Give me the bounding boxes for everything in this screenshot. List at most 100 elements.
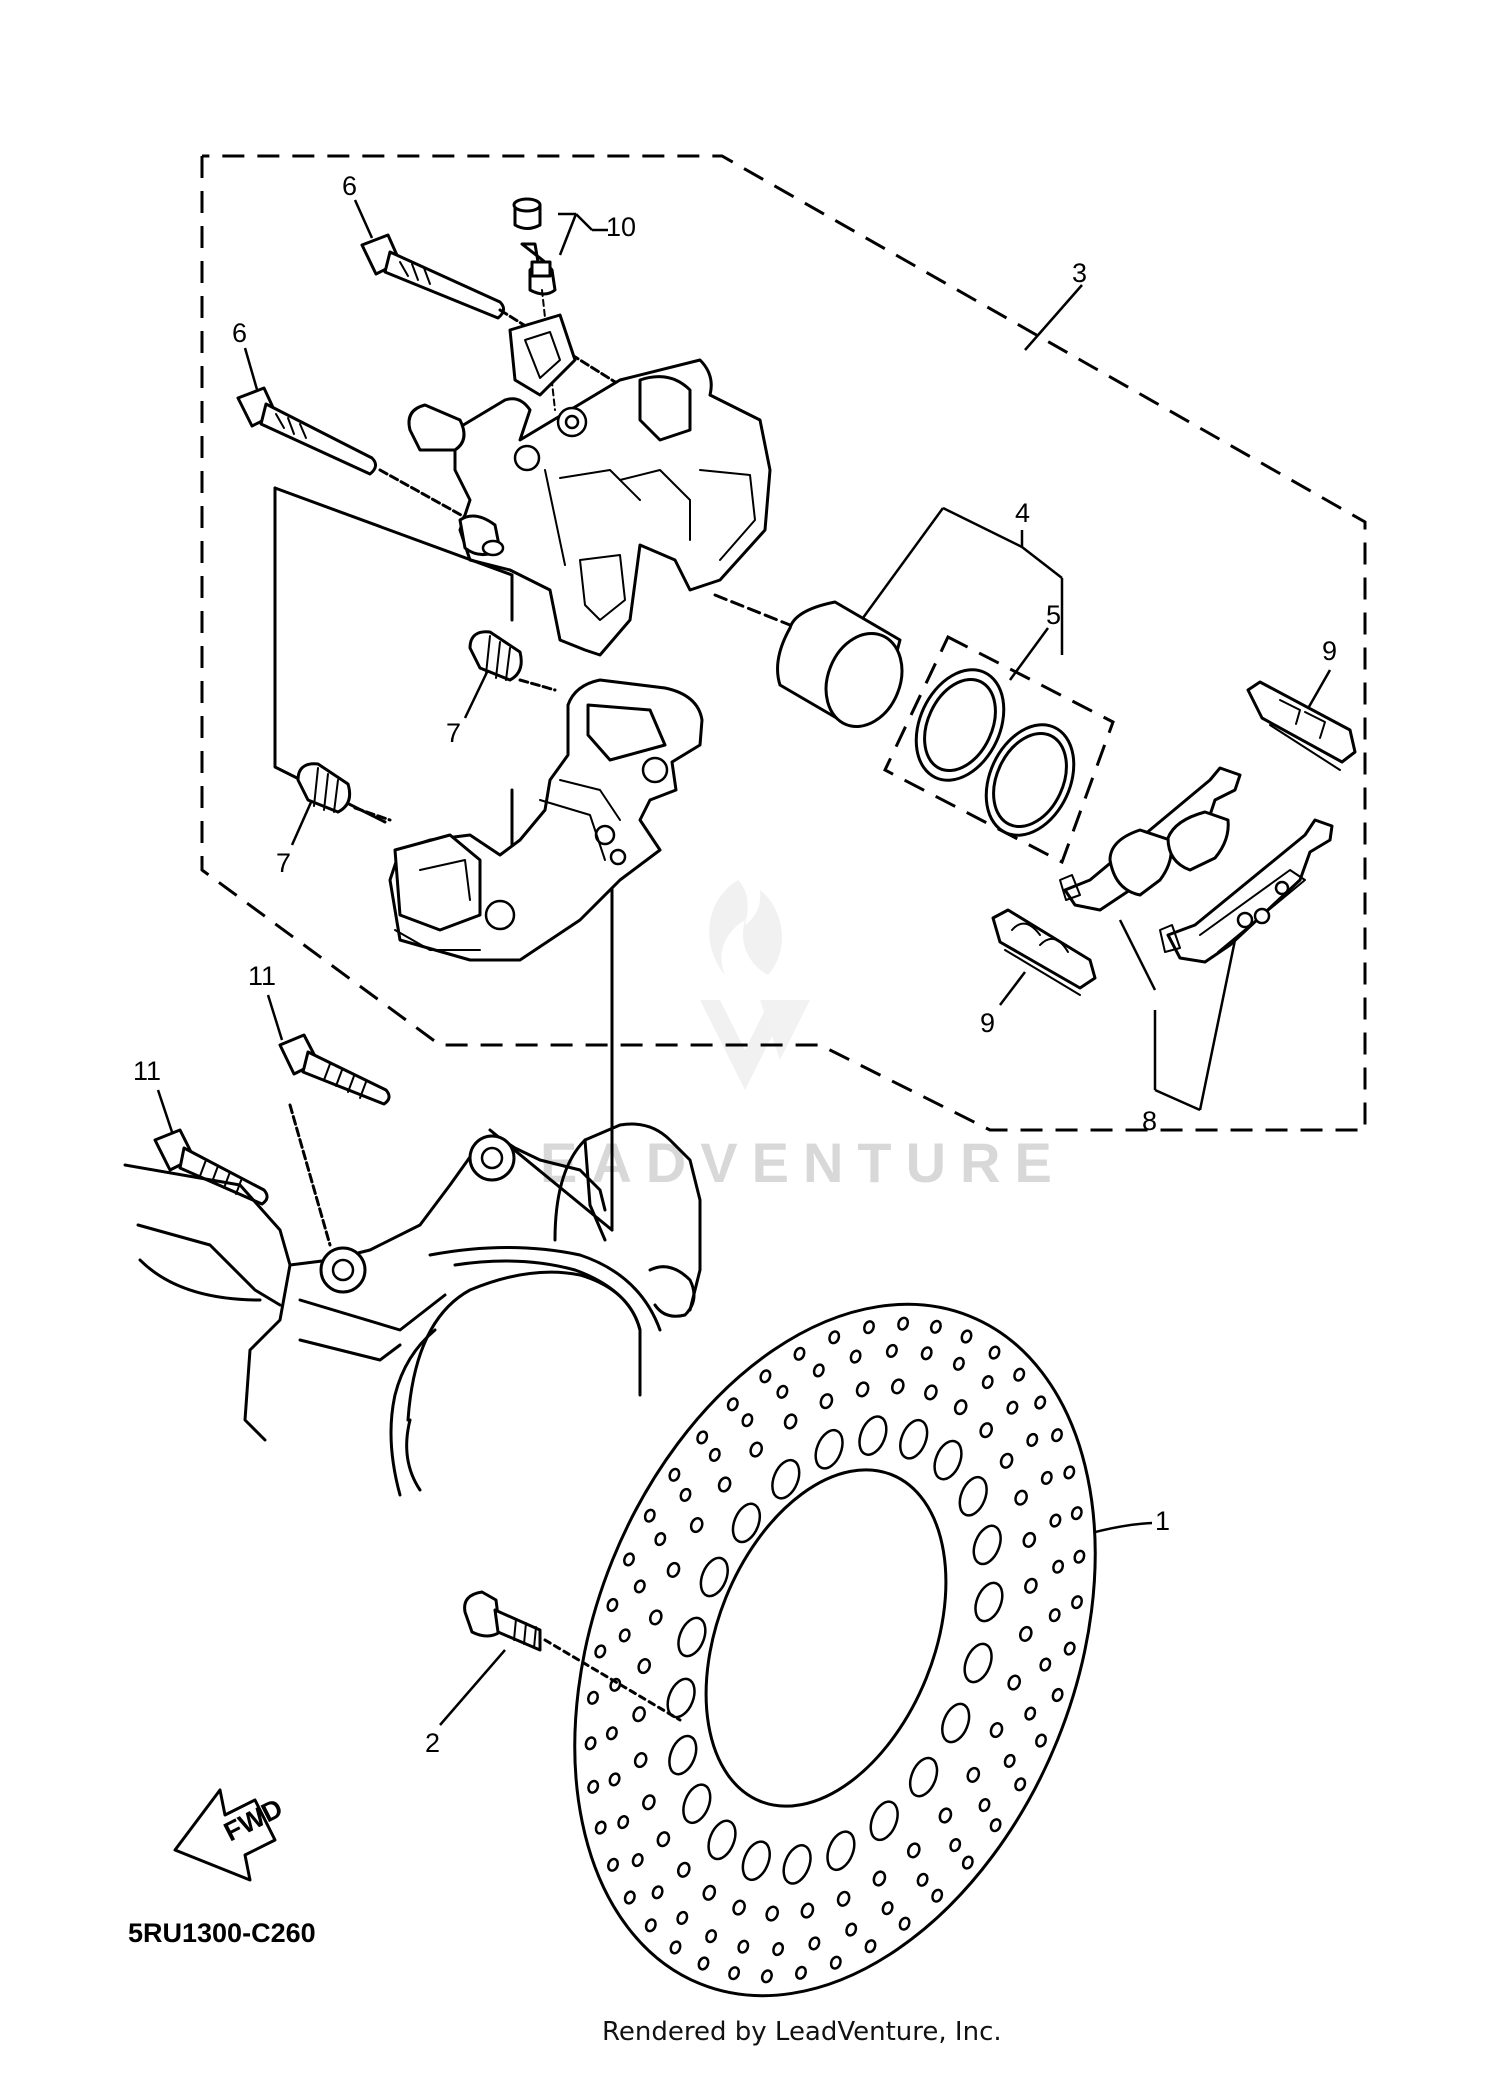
disc-hole	[989, 1722, 1004, 1739]
disc-hole	[966, 1766, 981, 1783]
callout-10: 10	[606, 212, 636, 242]
disc-hole	[906, 1842, 921, 1859]
bleed-screw-assembly	[512, 197, 557, 411]
disc-hole	[677, 1616, 707, 1658]
disc-hole	[705, 1929, 718, 1944]
disc-hole	[978, 1798, 991, 1813]
disc-hole	[654, 1532, 667, 1547]
disc-hole	[972, 1524, 1002, 1566]
diagram-code: 5RU1300-C260	[128, 1918, 316, 1948]
disc-hole	[974, 1581, 1004, 1623]
disc-hole	[828, 1330, 841, 1345]
disc-hole	[623, 1552, 635, 1567]
disc-hole	[707, 1819, 737, 1861]
disc-hole	[988, 1345, 1001, 1360]
disc-hole	[1026, 1432, 1039, 1447]
caliper-bracket	[388, 678, 704, 962]
disc-hole	[953, 1399, 968, 1416]
disc-hole	[644, 1918, 657, 1933]
disc-hole	[760, 1969, 773, 1984]
disc-hole	[981, 1375, 994, 1390]
disc-hole	[737, 1939, 750, 1954]
callout-9-lower: 9	[980, 1008, 995, 1038]
disc-hole	[812, 1363, 825, 1378]
disc-hole	[668, 1734, 698, 1776]
disc-hole	[1024, 1706, 1037, 1721]
disc-hole	[702, 1884, 717, 1901]
disc-hole	[631, 1853, 644, 1868]
disc-hole	[782, 1844, 812, 1885]
disc-bolt	[463, 1590, 682, 1722]
disc-hole	[623, 1890, 636, 1905]
disc-hole	[699, 1556, 729, 1598]
disc-hole	[1013, 1367, 1026, 1382]
disc-hole	[1070, 1506, 1083, 1521]
disc-hole	[679, 1487, 692, 1502]
disc-hole	[648, 1609, 663, 1626]
disc-hole	[697, 1956, 710, 1971]
disc-hole	[594, 1820, 607, 1835]
disc-hole	[1014, 1489, 1028, 1506]
disc-hole	[771, 1458, 801, 1500]
disc-hole	[849, 1349, 862, 1364]
disc-hole	[814, 1428, 844, 1470]
disc-hole	[765, 1905, 780, 1922]
callout-1: 1	[1155, 1506, 1170, 1536]
disc-hole	[1024, 1577, 1038, 1594]
callout-11-lower: 11	[133, 1056, 161, 1086]
disc-hole	[682, 1783, 712, 1825]
disc-hole	[643, 1508, 656, 1523]
disc-hole	[881, 1901, 894, 1916]
callout-8: 8	[1142, 1106, 1157, 1136]
piston-seals	[914, 668, 1076, 837]
disc-hole	[731, 1502, 762, 1544]
disc-hole	[908, 1756, 939, 1798]
disc-hole	[1063, 1465, 1076, 1480]
disc-hole	[808, 1936, 821, 1951]
watermark-logo	[700, 880, 810, 1090]
callout-3: 3	[1072, 258, 1087, 288]
disc-hole	[696, 1430, 709, 1445]
disc-hole	[776, 1384, 789, 1399]
callout-numbers: 3 4 5 10 6 6 7 7 9 9 8 11 11 1 2	[133, 171, 1337, 1758]
disc-hole	[793, 1346, 806, 1361]
disc-hole	[606, 1597, 619, 1613]
disc-hole	[618, 1628, 631, 1643]
disc-hole	[869, 1800, 899, 1842]
callout-4: 4	[1015, 498, 1030, 528]
swingarm-hub-reference	[123, 1122, 702, 1497]
disc-hole	[938, 1807, 953, 1824]
disc-hole	[929, 1319, 942, 1334]
disc-hole	[741, 1840, 771, 1882]
disc-hole	[1073, 1549, 1086, 1564]
disc-hole	[826, 1830, 856, 1872]
disc-hole	[855, 1381, 870, 1398]
pad-spring-lower	[991, 908, 1097, 996]
disc-hole	[689, 1517, 704, 1534]
disc-hole	[819, 1393, 834, 1410]
brake-pad-front	[1059, 766, 1242, 912]
watermark-text: EADVENTURE	[540, 1131, 1066, 1194]
disc-hole	[1051, 1428, 1063, 1443]
disc-hole	[885, 1343, 898, 1358]
disc-hole	[587, 1779, 600, 1794]
bracket-bolt-lower	[153, 1128, 269, 1206]
caliper-body	[407, 313, 772, 657]
disc-hole	[961, 1855, 974, 1870]
callout-9-upper: 9	[1322, 636, 1337, 666]
callout-6-lower: 6	[232, 318, 247, 348]
pin-boot-lower	[296, 762, 352, 814]
disc-hole	[642, 1794, 656, 1811]
disc-hole	[717, 1476, 732, 1493]
callout-7-upper: 7	[446, 718, 461, 748]
disc-hole	[931, 1888, 944, 1903]
disc-hole	[708, 1447, 721, 1462]
disc-hole	[924, 1384, 938, 1401]
bracket-bolt-upper	[278, 1033, 391, 1106]
disc-hole	[608, 1772, 621, 1787]
disc-hole	[899, 1418, 929, 1460]
disc-hole	[632, 1706, 646, 1723]
disc-hole	[732, 1899, 746, 1916]
disc-hole	[800, 1902, 815, 1919]
disc-hole	[607, 1857, 619, 1872]
